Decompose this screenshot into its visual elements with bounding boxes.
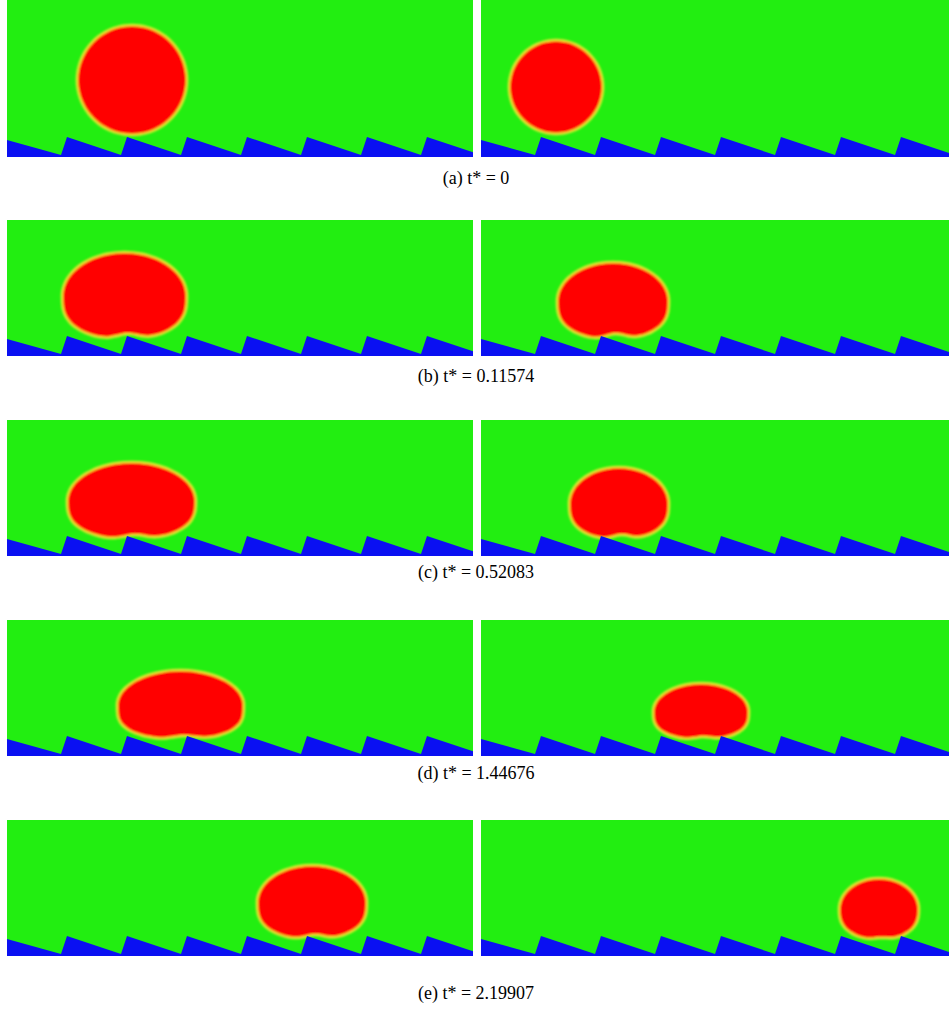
droplet <box>62 252 187 338</box>
ratchet-surface <box>7 736 473 756</box>
fluid-background <box>481 420 949 556</box>
panel-caption: (b) t* = 0.11574 <box>415 366 537 387</box>
droplet <box>557 262 669 338</box>
simulation-panel <box>481 0 949 157</box>
fluid-background <box>7 820 473 956</box>
droplet <box>77 25 187 135</box>
fluid-background <box>7 0 473 157</box>
ratchet-surface <box>7 536 473 556</box>
ratchet-surface <box>7 137 473 157</box>
ratchet-surface <box>481 336 949 356</box>
ratchet-surface <box>481 936 949 956</box>
ratchet-surface <box>481 137 949 157</box>
fluid-background <box>481 220 949 356</box>
fluid-background <box>7 620 473 756</box>
droplet <box>67 462 196 538</box>
droplet <box>839 878 919 939</box>
simulation-panel <box>7 620 473 756</box>
ratchet-surface <box>7 936 473 956</box>
simulation-panel <box>7 0 473 157</box>
panel-caption: (d) t* = 1.44676 <box>414 763 537 784</box>
ratchet-surface <box>481 536 949 556</box>
droplet <box>257 865 367 938</box>
simulation-panel <box>481 220 949 356</box>
simulation-panel <box>481 820 949 956</box>
simulation-panel <box>481 420 949 556</box>
simulation-panel <box>7 220 473 356</box>
simulation-panel <box>7 820 473 956</box>
panel-caption: (c) t* = 0.52083 <box>415 562 537 583</box>
panel-caption: (a) t* = 0 <box>440 168 513 189</box>
simulation-panel <box>481 620 949 756</box>
fluid-background <box>481 0 949 157</box>
ratchet-surface <box>7 336 473 356</box>
fluid-background <box>7 420 473 556</box>
fluid-background <box>481 620 949 756</box>
droplet <box>509 40 603 134</box>
ratchet-surface <box>481 736 949 756</box>
fluid-background <box>7 220 473 356</box>
droplet <box>653 683 749 739</box>
droplet <box>569 467 669 538</box>
fluid-background <box>481 820 949 956</box>
droplet <box>117 670 244 738</box>
simulation-panel <box>7 420 473 556</box>
panel-caption: (e) t* = 2.19907 <box>415 983 537 1004</box>
